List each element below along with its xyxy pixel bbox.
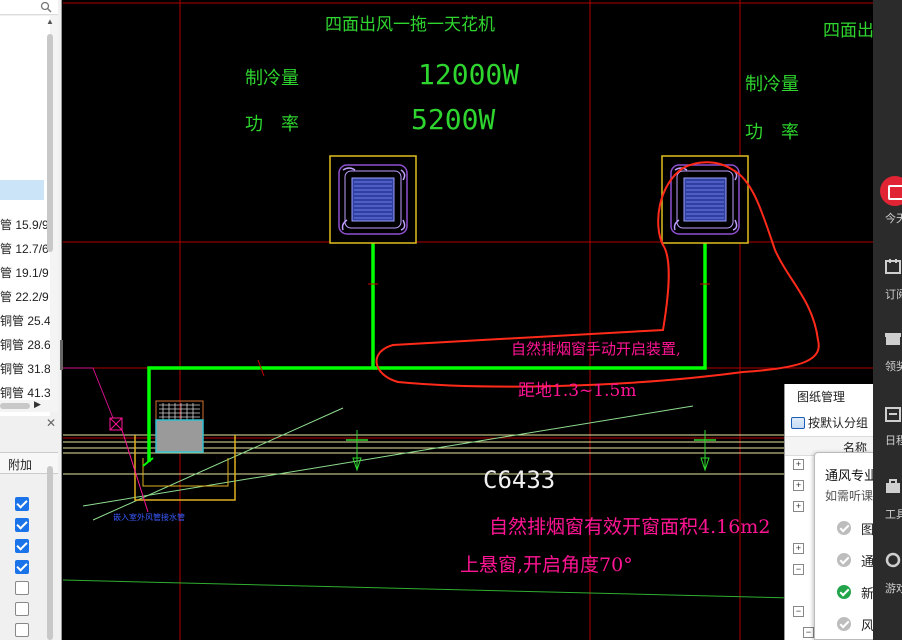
note-small: 嵌入室外风管接水管 [113,513,185,522]
expand-icon[interactable]: + [793,480,804,491]
column-header: 附加 [0,452,58,474]
layer-checkbox[interactable] [15,602,29,616]
status-done-icon [837,585,851,599]
list-item[interactable]: 管 22.2/9 [0,290,49,304]
status-check-icon [837,617,851,631]
group-icon [791,417,805,429]
sidebar-label[interactable]: 日程 [885,435,902,447]
calendar-today-icon[interactable] [880,176,902,206]
note-height: 距地1.3~1.5m [518,381,637,401]
sidebar-label[interactable]: 工具 [885,509,902,521]
layer-checkbox[interactable] [15,581,29,595]
power-label-right: 功 率 [745,122,799,143]
vertical-scrollbar[interactable] [50,16,58,400]
scroll-right-icon[interactable]: ▶ [34,399,41,409]
panel-title: 图纸管理 [797,390,846,404]
game-icon[interactable] [885,552,901,568]
list-item[interactable]: 管 12.7/6 [0,242,49,256]
sidebar-label[interactable]: 今天 [885,213,902,225]
panel-splitter[interactable] [60,340,63,370]
column-header-label: 附加 [8,458,33,472]
right-sidebar: 今天 订阅 领奖 日程 工具 游戏 [873,0,902,640]
list-item[interactable]: 铜管 25.4 [0,314,50,328]
expand-icon[interactable]: + [793,543,804,554]
red-markup-annotation [375,161,820,388]
cooling-value: 12000W [418,58,520,91]
layer-checkbox[interactable] [15,623,29,637]
expand-icon[interactable]: − [793,606,804,617]
column-header: 名称 [785,436,875,456]
ceiling-unit-right [661,155,749,244]
column-header-name: 名称 [843,441,868,455]
layer-panel: 管 15.9/9 管 12.7/6 管 19.1/9 管 22.2/9 铜管 2… [0,0,62,640]
group-by-label: 按默认分组 [808,416,869,430]
popup-item-label[interactable]: 通 [861,554,874,569]
pipe-spec-list: 管 15.9/9 管 12.7/6 管 19.1/9 管 22.2/9 铜管 2… [0,16,50,416]
selected-row[interactable] [0,180,44,200]
scrollbar-thumb[interactable] [47,34,53,252]
note-smoke-device: 自然排烟窗手动开启装置, [511,340,681,358]
cooling-label-right: 制冷量 [745,74,799,95]
ceiling-unit-left [329,155,417,244]
gift-icon[interactable] [885,330,901,346]
list-item[interactable]: 铜管 41.3 [0,386,50,400]
window-code: C6433 [483,466,556,494]
scroll-up-icon[interactable]: ▲ [46,17,54,26]
cad-drawing [63,0,873,640]
popup-item-label[interactable]: 新 [861,586,874,601]
cooling-label-left: 制冷量 [245,68,299,89]
power-value: 5200W [411,103,496,136]
toolbox-icon[interactable] [885,478,901,494]
power-label-left: 功 率 [245,114,299,135]
expand-icon[interactable]: + [793,459,804,470]
scrollbar-thumb[interactable] [47,466,53,640]
popup-title: 通风专业 [825,468,874,483]
expand-icon[interactable]: − [803,627,814,638]
expand-icon[interactable]: − [793,564,804,575]
scrollbar-thumb[interactable] [0,403,30,409]
sidebar-label[interactable]: 领奖 [885,361,902,373]
sidebar-label[interactable]: 订阅 [885,289,902,301]
status-check-icon [837,553,851,567]
layer-checkbox[interactable] [15,560,29,574]
note-window-area: 自然排烟窗有效开窗面积4.16m2 [489,516,771,538]
unit-title-left: 四面出风一拖一天花机 [325,15,495,35]
list-item[interactable]: 铜管 31.8 [0,362,50,376]
popup-item-label[interactable]: 图 [861,522,874,537]
expand-icon[interactable]: + [793,501,804,512]
unit-title-right: 四面出风一拖一天花机 [823,21,873,41]
layer-checkbox[interactable] [15,518,29,532]
group-by-button[interactable]: 按默认分组 [791,414,868,431]
popup-subtitle: 如需听课 [825,489,874,503]
popup-item-label[interactable]: 风 [861,618,874,633]
status-check-icon [837,521,851,535]
layer-checkbox[interactable] [15,497,29,511]
sidebar-label[interactable]: 游戏 [885,583,902,595]
search-icon[interactable] [40,1,52,13]
calendar-icon[interactable] [885,258,901,274]
close-icon[interactable]: ✕ [46,416,57,430]
notification-popup[interactable]: 通风专业 如需听课 图 通 新 风 [814,452,874,640]
list-item[interactable]: 铜管 28.6 [0,338,50,352]
schedule-icon[interactable] [885,406,901,422]
cad-drawing-canvas[interactable]: 四面出风一拖一天花机 四面出风一拖一天花机 制冷量 12000W 功 率 520… [63,0,873,640]
search-input[interactable] [0,0,58,15]
note-open-angle: 上悬窗,开启角度70° [460,554,633,576]
list-item[interactable]: 管 15.9/9 [0,218,49,232]
layer-checkbox[interactable] [15,539,29,553]
list-item[interactable]: 管 19.1/9 [0,266,49,280]
